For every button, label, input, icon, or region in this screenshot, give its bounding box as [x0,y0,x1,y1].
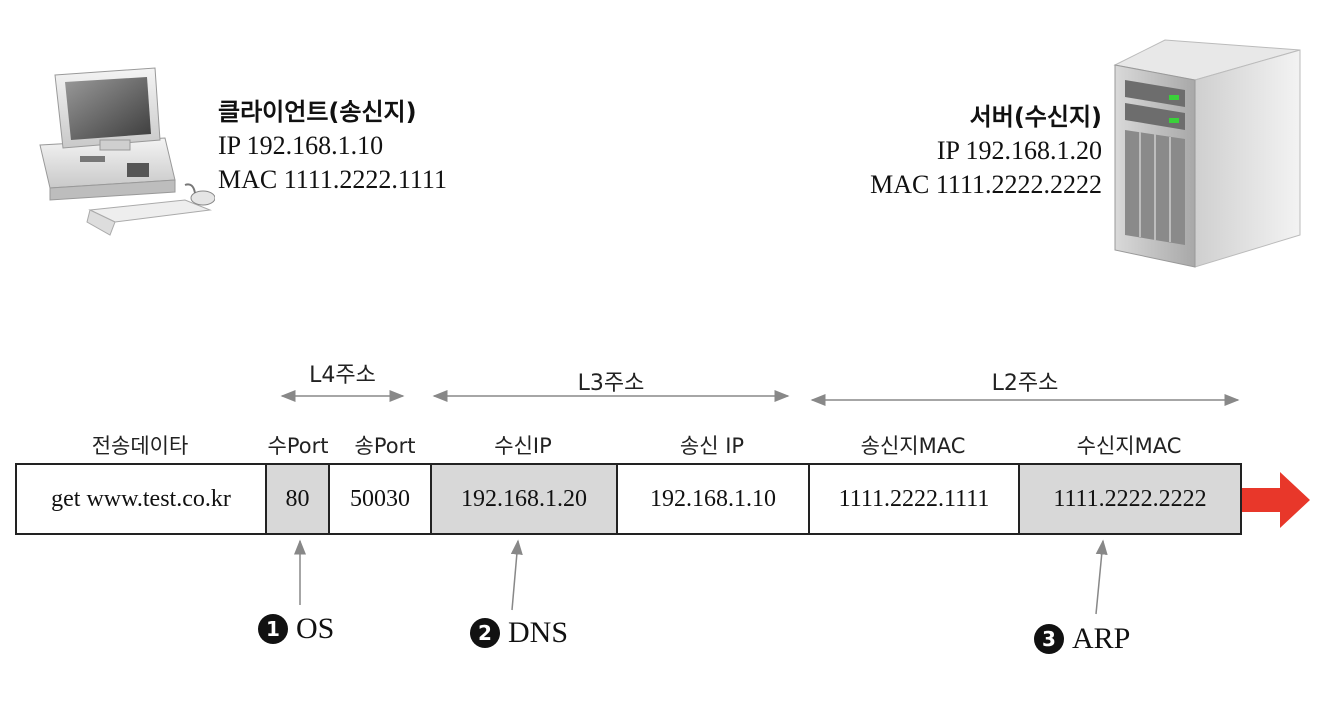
server-tower-icon [1113,39,1301,268]
step-dns: 2 DNS [470,616,568,650]
step-number-2: 2 [470,618,500,648]
header-src-ip: 송신 IP [679,434,745,458]
cell-dst-ip: 192.168.1.20 [432,465,618,533]
cell-dst-mac: 1111.2222.2222 [1020,465,1240,533]
server-mac: MAC 1111.2222.2222 [870,170,1102,199]
header-data: 전송데이타 [91,434,189,458]
header-dst-mac: 수신지MAC [1076,434,1182,458]
l2-label: L2주소 [991,371,1059,396]
step-os: 1 OS [258,612,334,646]
direction-arrow-icon [1242,472,1310,528]
client-ip: IP 192.168.1.10 [218,131,384,160]
client-mac: MAC 1111.2222.1111 [218,165,447,194]
step-arp: 3 ARP [1034,622,1130,656]
server-ip: IP 192.168.1.20 [936,136,1102,165]
step-label-os: OS [296,612,335,645]
arp-connector [1095,539,1108,615]
header-dst-port: 수Port [267,434,329,458]
dns-connector [510,539,523,611]
client-computer-icon [39,67,215,236]
l4-label: L4주소 [309,363,376,388]
header-dst-ip: 수신IP [494,434,552,458]
server-info: 서버(수신지) IP 192.168.1.20 MAC 1111.2222.22… [870,100,1102,202]
cell-data: get www.test.co.kr [17,465,267,533]
step-number-1: 1 [258,614,288,644]
server-title: 서버(수신지) [969,103,1102,131]
cell-src-ip: 192.168.1.10 [618,465,810,533]
step-label-arp: ARP [1072,622,1131,655]
header-src-port: 송Port [354,434,416,458]
step-number-3: 3 [1034,624,1064,654]
header-src-mac: 송신지MAC [860,434,966,458]
cell-src-port: 50030 [330,465,432,533]
packet-frame: get www.test.co.kr 80 50030 192.168.1.20… [15,463,1242,535]
cell-dst-port: 80 [267,465,330,533]
step-label-dns: DNS [508,616,569,649]
cell-src-mac: 1111.2222.1111 [810,465,1020,533]
client-title: 클라이언트(송신지) [218,98,417,126]
client-info: 클라이언트(송신지) IP 192.168.1.10 MAC 1111.2222… [218,95,447,197]
